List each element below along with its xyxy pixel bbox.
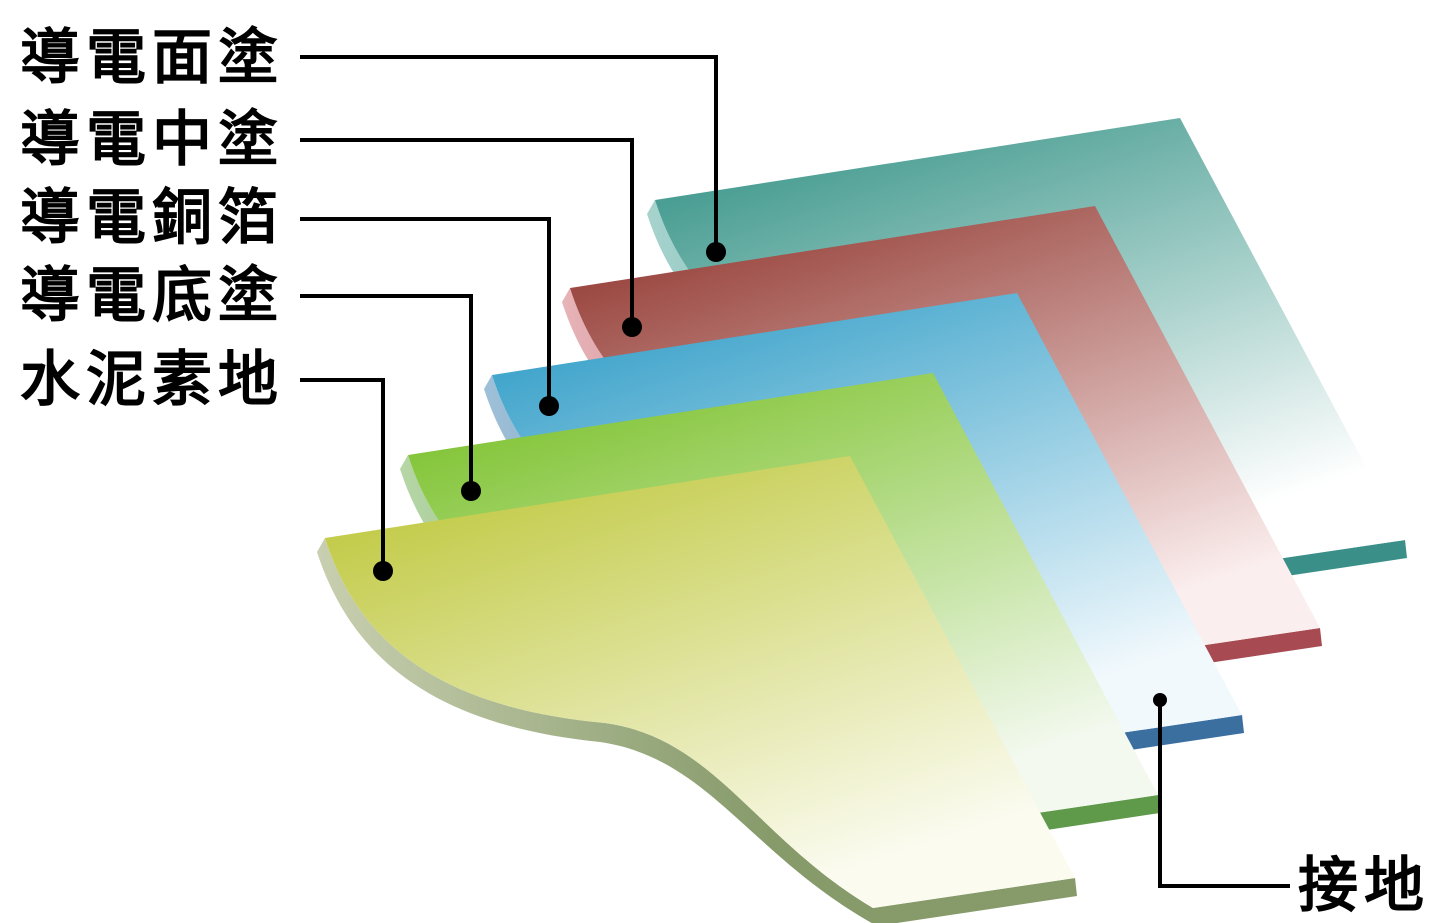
leader-dot-topcoat xyxy=(706,242,726,262)
leader-line-topcoat xyxy=(300,55,718,252)
leader-dot-substrate xyxy=(373,561,393,581)
leader-dot-primer xyxy=(461,481,481,501)
leader-dot-ground xyxy=(1153,693,1167,707)
label-copperfoil: 導電銅箔 xyxy=(20,183,284,253)
label-ground: 接地 xyxy=(1298,851,1430,921)
leader-dot-midcoat xyxy=(622,317,642,337)
layer-face-substrate xyxy=(325,456,1075,908)
leader-line-ground xyxy=(1158,700,1290,888)
label-midcoat: 導電中塗 xyxy=(20,105,284,175)
leader-line-substrate xyxy=(300,378,385,571)
leaders-group xyxy=(300,55,1290,888)
layer-substrate xyxy=(317,456,1077,923)
layers-group xyxy=(317,118,1407,923)
leader-dot-copperfoil xyxy=(539,396,559,416)
leader-line-primer xyxy=(300,294,473,491)
label-substrate: 水泥素地 xyxy=(20,345,284,415)
leader-line-copperfoil xyxy=(300,217,551,406)
leader-line-midcoat xyxy=(300,138,634,327)
label-topcoat: 導電面塗 xyxy=(20,23,284,93)
label-primer: 導電底塗 xyxy=(20,261,284,331)
